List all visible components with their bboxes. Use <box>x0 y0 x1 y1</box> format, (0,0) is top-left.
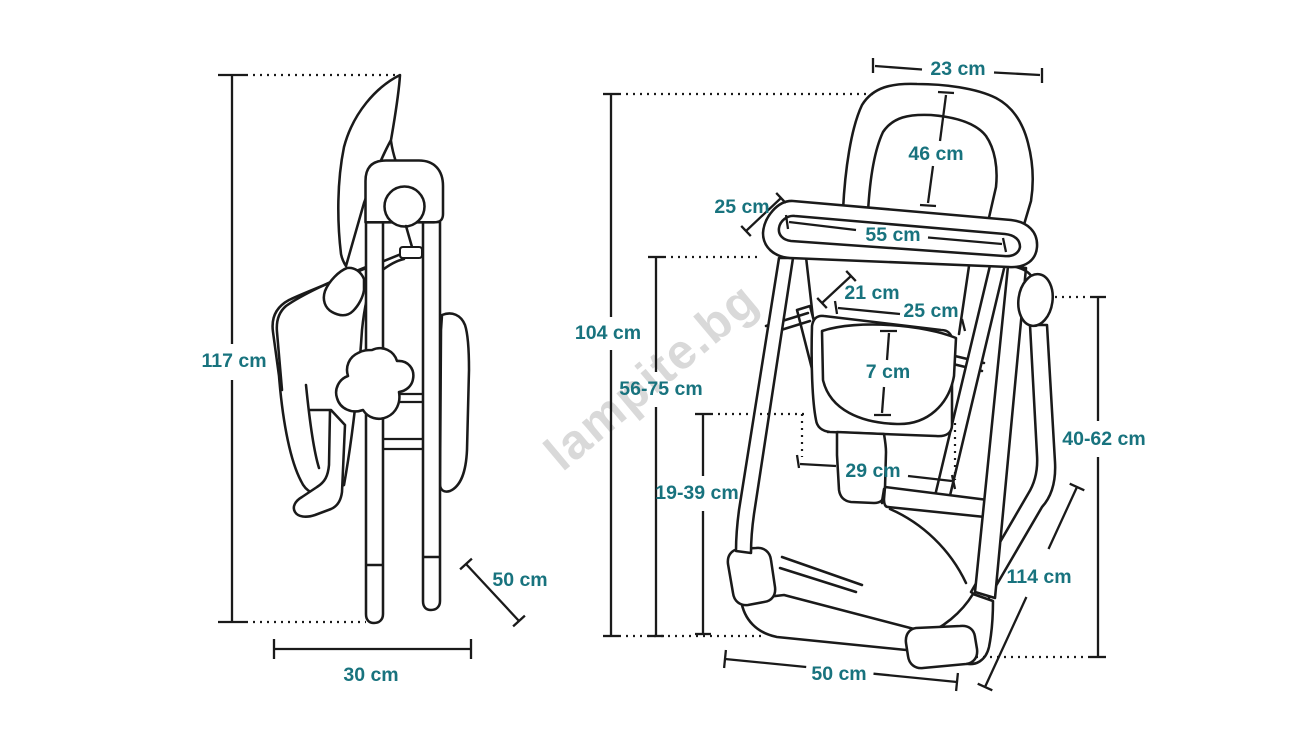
svg-text:56-75 cm: 56-75 cm <box>619 378 702 400</box>
svg-text:29 cm: 29 cm <box>845 460 900 482</box>
svg-text:50 cm: 50 cm <box>492 569 547 591</box>
svg-text:46 cm: 46 cm <box>908 143 963 165</box>
svg-text:25 cm: 25 cm <box>714 196 769 218</box>
svg-text:117 cm: 117 cm <box>201 350 266 372</box>
svg-text:25 cm: 25 cm <box>903 300 958 322</box>
svg-text:23 cm: 23 cm <box>930 58 985 80</box>
svg-text:7 cm: 7 cm <box>866 361 910 383</box>
svg-text:19-39 cm: 19-39 cm <box>655 482 738 504</box>
svg-text:104 cm: 104 cm <box>575 322 641 344</box>
svg-text:50 cm: 50 cm <box>811 663 866 685</box>
svg-text:21 cm: 21 cm <box>844 282 899 304</box>
svg-text:40-62 cm: 40-62 cm <box>1062 428 1145 450</box>
svg-text:30 cm: 30 cm <box>343 664 398 686</box>
svg-text:55 cm: 55 cm <box>865 224 920 246</box>
svg-text:114 cm: 114 cm <box>1006 566 1071 588</box>
